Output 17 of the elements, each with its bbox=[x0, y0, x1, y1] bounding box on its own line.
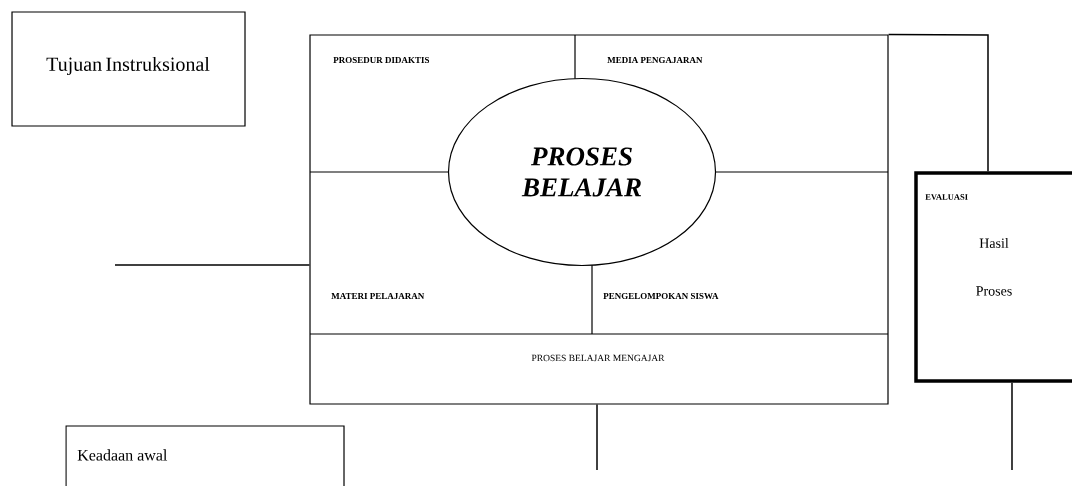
connector-line bbox=[1011, 382, 1013, 471]
connector-line bbox=[887, 33, 989, 172]
box-text: Keadaan awal bbox=[77, 449, 168, 461]
box-heading: EVALUASI bbox=[925, 194, 968, 200]
band-label: PROSES BELAJAR MENGAJAR bbox=[531, 354, 665, 362]
cell-label: PENGELOMPOKAN SISWA bbox=[603, 292, 719, 300]
connector-line bbox=[596, 403, 598, 471]
initial-state-box bbox=[65, 425, 345, 486]
cell-label: MEDIA PENGAJARAN bbox=[607, 56, 703, 63]
cell-label: MATERI PELAJARAN bbox=[331, 293, 425, 299]
box-text: Tujuan Instruksional bbox=[46, 56, 210, 76]
connector-line bbox=[114, 264, 311, 266]
box-text: Proses bbox=[976, 286, 1012, 296]
objective-box bbox=[11, 11, 246, 127]
cell-label: PROSEDUR DIDAKTIS bbox=[333, 56, 430, 63]
box-text: Hasil bbox=[979, 238, 1009, 248]
evaluation-box bbox=[914, 171, 1072, 383]
